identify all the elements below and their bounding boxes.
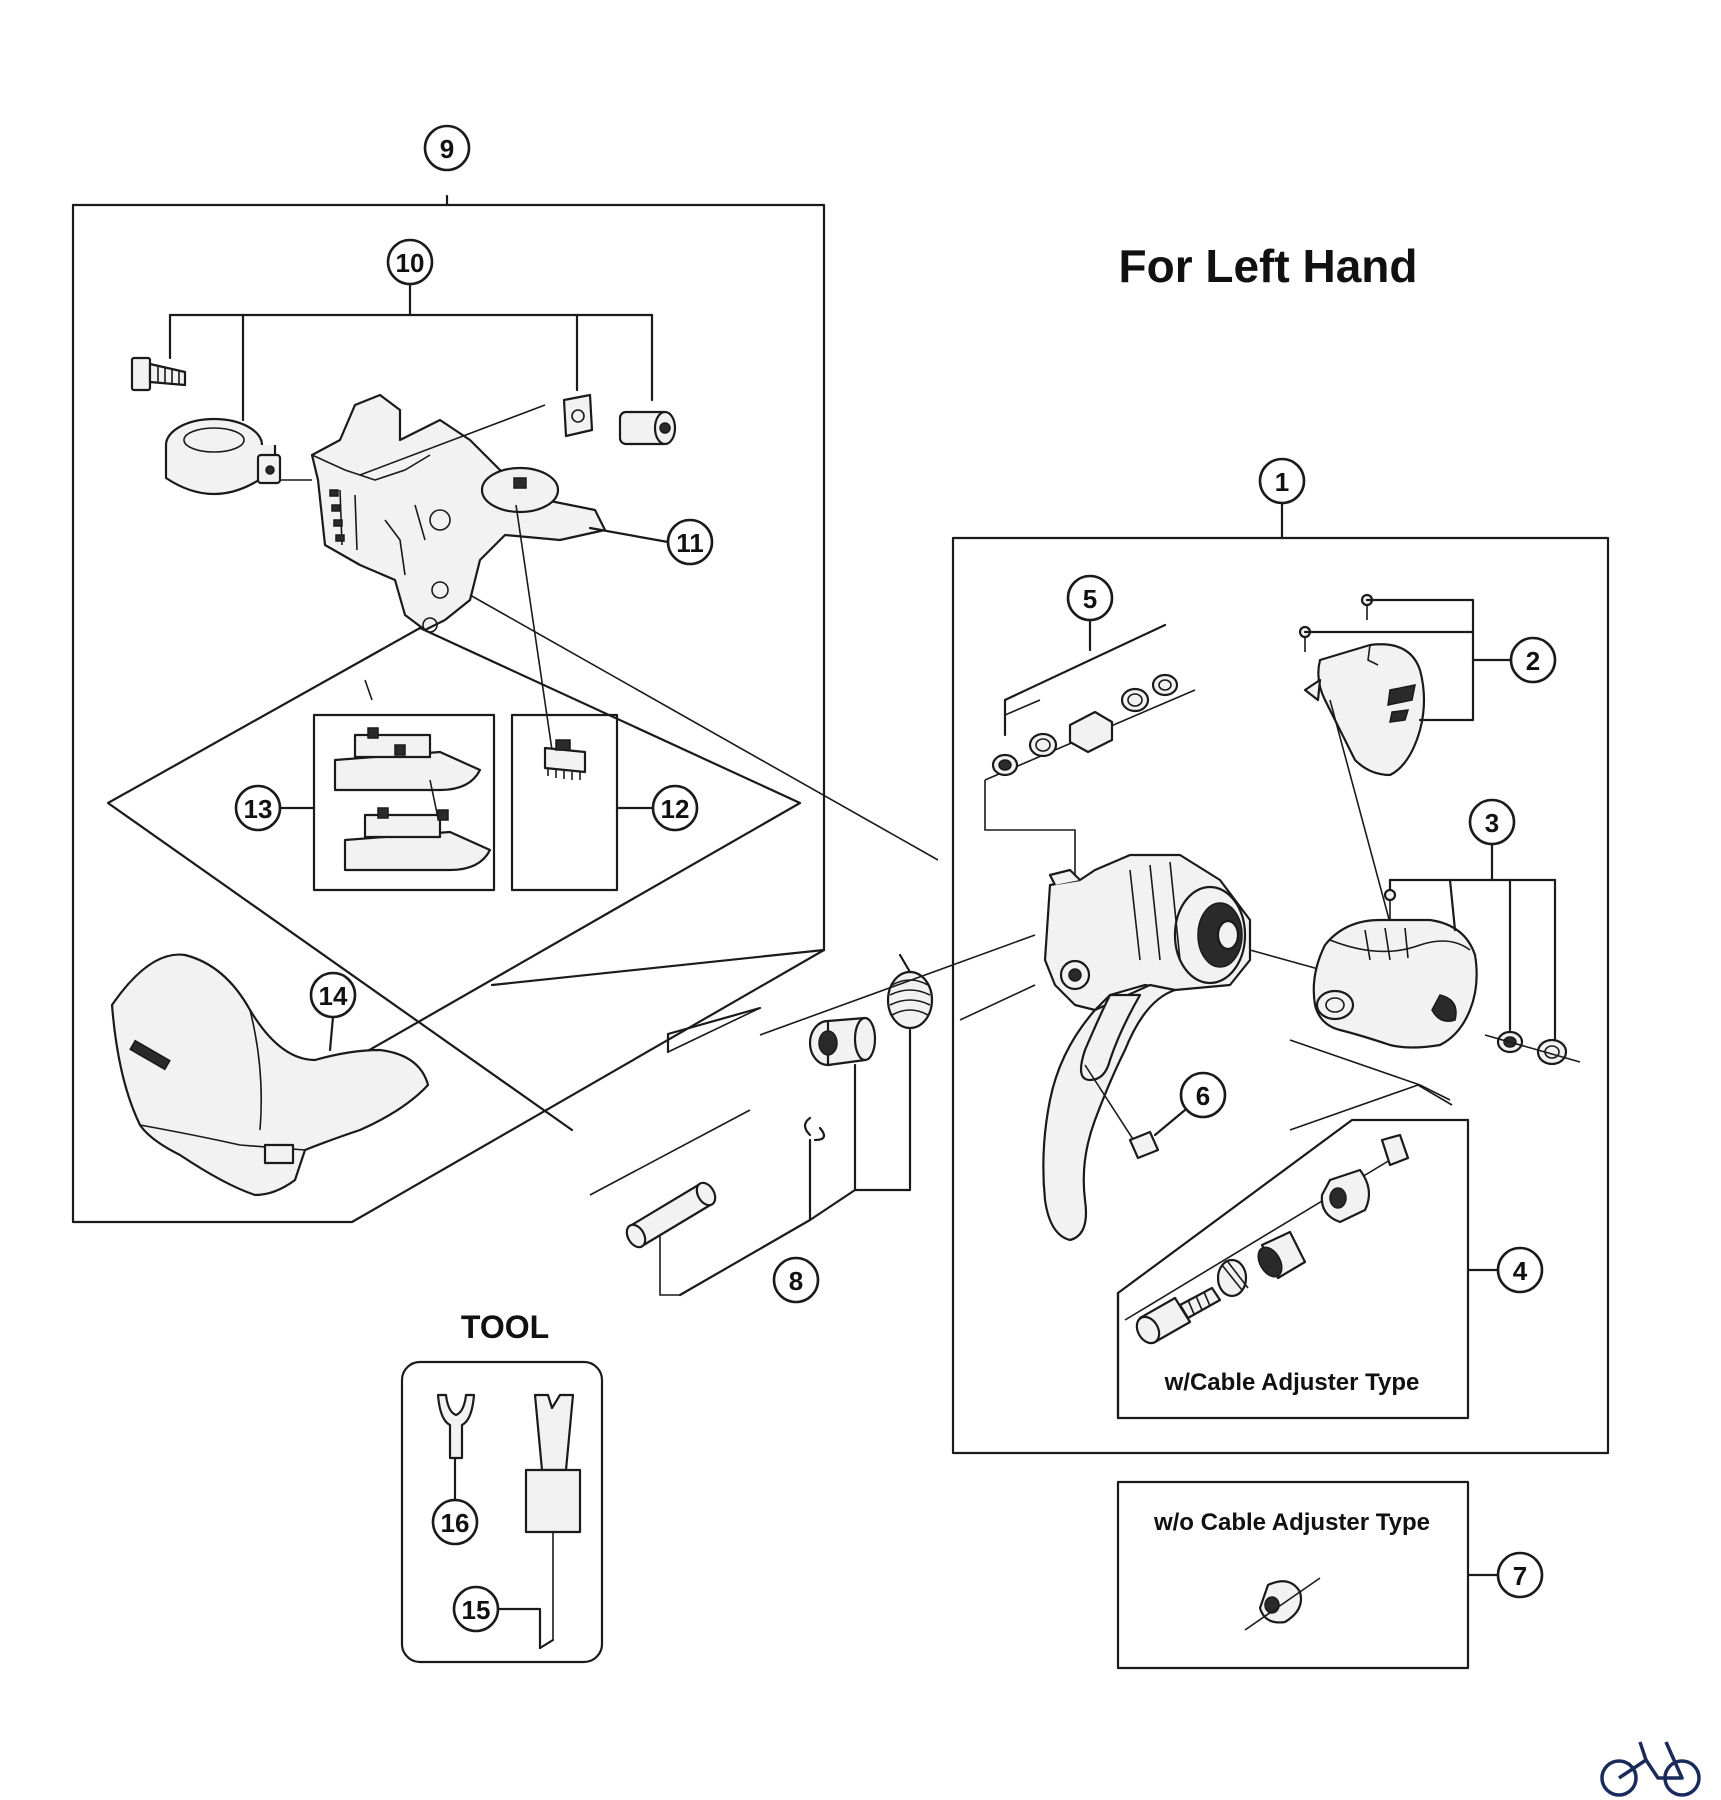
svg-text:9: 9 <box>440 134 454 164</box>
callout-12: 12 <box>615 784 699 832</box>
callout-7: 7 <box>1466 1551 1544 1599</box>
floor-plane <box>350 626 802 1062</box>
pin-tool <box>524 1393 582 1650</box>
guide-line <box>1289 1039 1451 1101</box>
svg-text:14: 14 <box>319 981 348 1011</box>
callout-15: 15 <box>452 1585 542 1650</box>
part-12-box <box>510 713 619 892</box>
e-clip <box>803 1116 826 1142</box>
pivot-pin <box>625 1181 717 1249</box>
return-spring <box>886 953 934 1030</box>
tool-box <box>400 1360 604 1664</box>
callout-4: 4 <box>1466 1246 1544 1294</box>
callout-13: 13 <box>234 784 316 832</box>
spanner-tool <box>436 1393 476 1460</box>
part-13-box <box>312 713 496 892</box>
callout-11: 11 <box>588 518 714 566</box>
callout-6: 6 <box>1153 1071 1227 1137</box>
callout-1: 1 <box>1258 457 1306 505</box>
svg-text:13: 13 <box>244 794 273 824</box>
svg-text:8: 8 <box>789 1266 803 1296</box>
callout-3: 3 <box>1388 798 1557 1042</box>
callout-10: 10 <box>168 238 654 422</box>
callout-2: 2 <box>1303 598 1557 961</box>
assembly-9-frame <box>71 194 826 1224</box>
bicycle-icon <box>1600 1741 1701 1797</box>
svg-text:1: 1 <box>1275 467 1289 497</box>
svg-text:5: 5 <box>1083 584 1097 614</box>
assembly-1-frame <box>951 502 1610 1455</box>
svg-text:3: 3 <box>1485 808 1499 838</box>
page-title: For Left Hand <box>1119 240 1418 292</box>
shift-mechanism <box>1043 853 1252 1012</box>
hood-cover <box>110 953 430 1197</box>
guide-line <box>515 504 553 751</box>
no-cable-adjuster-label: w/o Cable Adjuster Type <box>1153 1509 1430 1536</box>
svg-text:6: 6 <box>1196 1081 1210 1111</box>
bushing <box>808 1016 877 1067</box>
svg-text:2: 2 <box>1526 646 1540 676</box>
cable-adjuster-label: w/Cable Adjuster Type <box>1164 1369 1420 1396</box>
bracket-body <box>280 393 607 633</box>
callout-14: 14 <box>309 971 357 1052</box>
svg-text:10: 10 <box>396 248 425 278</box>
callout-16: 16 <box>431 1456 479 1546</box>
tool-heading: TOOL <box>461 1309 549 1345</box>
floor-plane <box>106 626 574 1132</box>
part-5-group <box>984 616 1196 880</box>
part-3-hood <box>1312 888 1478 1049</box>
clamp-band <box>164 417 282 495</box>
svg-text:15: 15 <box>462 1595 491 1625</box>
part-3-washers <box>1484 1030 1581 1066</box>
cover-screws <box>1298 593 1374 652</box>
callout-8: 8 <box>772 1256 820 1304</box>
clamp-bolt <box>130 356 187 392</box>
guide-line <box>469 594 939 861</box>
brake-lever <box>1042 983 1177 1242</box>
svg-text:4: 4 <box>1513 1256 1528 1286</box>
guide-line <box>364 679 373 701</box>
clamp-nut <box>562 393 677 446</box>
svg-text:16: 16 <box>441 1508 470 1538</box>
part-6 <box>1128 1130 1160 1160</box>
svg-text:11: 11 <box>676 528 704 558</box>
svg-text:7: 7 <box>1513 1561 1527 1591</box>
cable-adjuster-parts <box>1124 1133 1410 1345</box>
callout-5: 5 <box>1066 574 1114 622</box>
part-8-lines <box>589 934 1036 1297</box>
callout-9: 9 <box>423 124 471 172</box>
guide-line <box>1289 1084 1453 1131</box>
part-2-cover <box>1303 643 1426 777</box>
svg-text:12: 12 <box>661 794 690 824</box>
